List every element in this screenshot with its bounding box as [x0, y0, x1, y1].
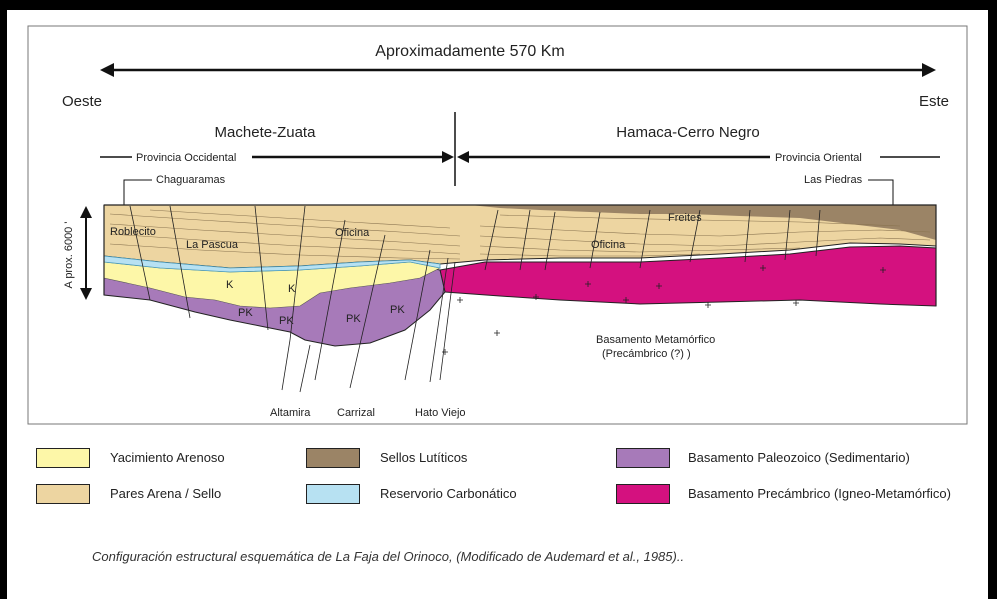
unit-la-pascua-label: La Pascua — [186, 239, 239, 251]
legend-swatch — [36, 484, 90, 504]
depth-label: A prox. 6000 ' — [63, 222, 75, 289]
unit-k1-label: K — [226, 279, 234, 291]
well-hato-viejo-label: Hato Viejo — [415, 407, 466, 419]
legend-label: Basamento Precámbrico (Igneo-Metamórfico… — [688, 486, 951, 501]
distance-label: Aproximadamente 570 Km — [375, 43, 564, 60]
legend-label: Yacimiento Arenoso — [110, 450, 225, 465]
unit-pk3-label: PK — [346, 313, 361, 325]
place-east-label: Las Piedras — [804, 174, 863, 186]
unit-oficina-east-label: Oficina — [591, 239, 626, 251]
unit-k2-label: K — [288, 283, 296, 295]
basement-label-2: (Precámbrico (?) ) — [602, 348, 691, 360]
legend-label: Pares Arena / Sello — [110, 486, 221, 501]
east-label: Este — [919, 93, 949, 110]
legend-label: Basamento Paleozoico (Sedimentario) — [688, 450, 910, 465]
figure-caption: Configuración estructural esquemática de… — [92, 549, 684, 564]
west-label: Oeste — [62, 93, 102, 110]
unit-oficina-west-label: Oficina — [335, 227, 370, 239]
legend-label: Reservorio Carbonático — [380, 486, 517, 501]
unit-pk1-label: PK — [238, 307, 253, 319]
legend-swatch — [306, 484, 360, 504]
basement-label-1: Basamento Metamórfico — [596, 334, 715, 346]
province-east-arrow — [457, 151, 940, 163]
legend-swatch — [36, 448, 90, 468]
legend-swatch — [306, 448, 360, 468]
place-west-label: Chaguaramas — [156, 174, 226, 186]
region-east-label: Hamaca-Cerro Negro — [616, 124, 759, 141]
unit-freites-label: Freites — [668, 212, 702, 224]
unit-pk2-label: PK — [279, 315, 294, 327]
region-west-label: Machete-Zuata — [215, 124, 317, 141]
depth-arrow — [80, 206, 92, 300]
legend-label: Sellos Lutíticos — [380, 450, 467, 465]
unit-roblecito-label: Roblecito — [110, 226, 156, 238]
province-west-label: Provincia Occidental — [136, 152, 236, 164]
las-piedras-leader — [868, 180, 893, 205]
province-east-label: Provincia Oriental — [775, 152, 862, 164]
legend-swatch — [616, 484, 670, 504]
well-altamira-label: Altamira — [270, 407, 311, 419]
unit-pk4-label: PK — [390, 304, 405, 316]
distance-arrow — [100, 63, 936, 77]
chaguaramas-leader — [124, 180, 152, 205]
well-carrizal-label: Carrizal — [337, 407, 375, 419]
legend-swatch — [616, 448, 670, 468]
